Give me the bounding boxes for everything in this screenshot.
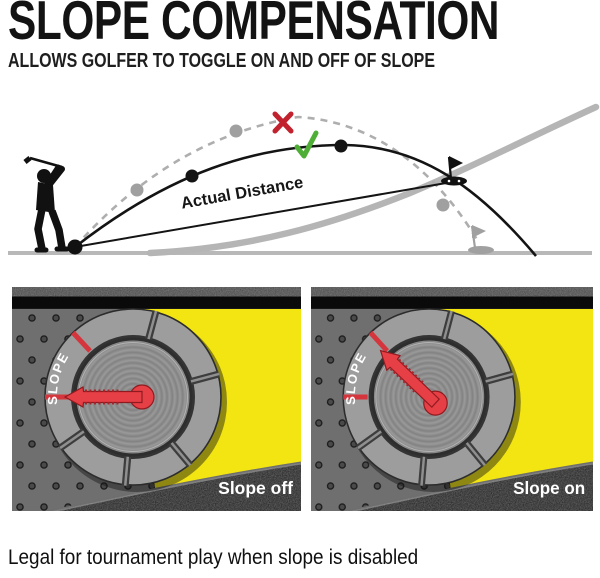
slope-on-tick xyxy=(368,330,389,353)
photo-slope-off: SLOPE Slope off xyxy=(12,287,301,511)
dial-ring-spokes xyxy=(58,310,220,486)
page-subtitle: ALLOWS GOLFER TO TOGGLE ON AND OFF OF SL… xyxy=(8,49,436,72)
slope-pointer[interactable] xyxy=(63,384,155,410)
trajectory-diagram: Actual Distance xyxy=(8,103,600,257)
actual-distance-line xyxy=(74,181,453,248)
pointer-arrow xyxy=(63,386,143,408)
trajectory-dots-black xyxy=(185,139,348,183)
target-hole-black xyxy=(441,156,467,186)
leather-texture xyxy=(52,463,301,511)
pointer-arrow xyxy=(379,349,440,409)
slope-pointer[interactable] xyxy=(373,342,452,420)
slope-dial[interactable]: SLOPE xyxy=(44,308,227,492)
leather-texture xyxy=(350,463,593,511)
device-photo-svg: SLOPE Slope off xyxy=(12,287,301,511)
top-trim-texture xyxy=(311,287,593,297)
top-trim-texture xyxy=(12,287,301,297)
x-icon xyxy=(272,111,294,134)
slope-terrain-curve xyxy=(146,103,600,257)
golfer-silhouette xyxy=(23,156,83,255)
slope-tick-marks xyxy=(343,330,389,400)
device-photo-svg: SLOPE Slope on xyxy=(311,287,593,511)
check-icon xyxy=(294,130,319,159)
photo-slope-on: SLOPE Slope on xyxy=(311,287,593,511)
target-hole-gray xyxy=(468,225,494,254)
page-title: SLOPE COMPENSATION xyxy=(8,0,500,51)
trajectory-dot xyxy=(334,139,348,153)
trajectory-dots-gray xyxy=(130,124,450,212)
gray-flag-icon xyxy=(472,225,486,238)
top-black-bar xyxy=(311,296,593,309)
actual-distance-label: Actual Distance xyxy=(180,173,305,212)
dial-ring-spokes xyxy=(355,310,514,486)
slope-on-tick xyxy=(71,330,92,353)
tournament-legal-note: Legal for tournament play when slope is … xyxy=(8,545,419,569)
black-flag-icon xyxy=(449,156,463,170)
photo-caption-slope-off: Slope off xyxy=(218,478,293,498)
trajectory-dot xyxy=(229,124,243,138)
golf-ball xyxy=(67,239,83,255)
trajectory-dot xyxy=(185,169,199,183)
trajectory-dot xyxy=(130,183,144,197)
trajectory-dot xyxy=(436,198,450,212)
top-black-bar xyxy=(12,296,301,309)
trajectory-solid xyxy=(74,143,537,257)
photo-caption-slope-on: Slope on xyxy=(513,478,585,498)
slope-dial[interactable]: SLOPE xyxy=(342,308,521,492)
